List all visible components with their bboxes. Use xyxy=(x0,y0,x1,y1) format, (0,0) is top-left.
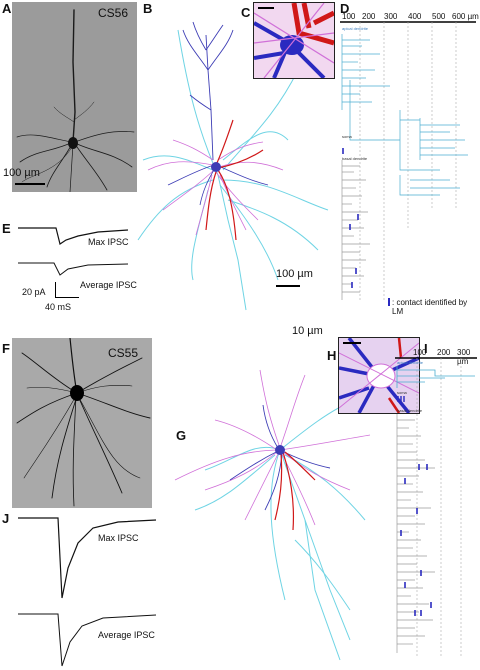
trace-e-average xyxy=(18,262,129,276)
cell-name-cs55: CS55 xyxy=(108,346,139,360)
scale-bar-e-vertical xyxy=(55,282,56,297)
trace-j-max-label: Max IPSC xyxy=(98,533,139,543)
dendrogram-cs56: 100 200 300 400 500 600 µm xyxy=(340,10,480,310)
panel-label-h: H xyxy=(327,348,337,363)
micrograph-cs55 xyxy=(12,338,152,508)
axis-tick-d-600: 600 µm xyxy=(452,12,479,21)
panel-label-d: D xyxy=(340,1,350,16)
scale-bar-h xyxy=(343,342,361,344)
scale-label-b: 100 µm xyxy=(276,268,313,280)
axis-tick-i-300: 300 µm xyxy=(457,348,471,366)
axis-tick-d-300: 300 xyxy=(384,12,398,21)
scale-bar-c xyxy=(258,7,274,9)
scale-label-h: 10 µm xyxy=(292,325,323,337)
neuron-image-cs55 xyxy=(16,338,151,507)
scale-label-a: 100 µm xyxy=(3,167,40,179)
inset-h-soma-contact xyxy=(338,337,420,414)
panel-label-f: F xyxy=(2,341,10,356)
inset-c-soma-contact xyxy=(253,2,335,79)
scale-bar-e-horizontal xyxy=(55,297,79,298)
axis-tick-i-100: 100 xyxy=(413,348,427,357)
panel-label-e: E xyxy=(2,221,11,236)
panel-label-b: B xyxy=(143,1,153,16)
trace-e-average-label: Average IPSC xyxy=(80,280,137,290)
scale-e-y-label: 20 pA xyxy=(22,287,46,297)
micrograph-cs56 xyxy=(12,2,137,192)
trace-e-max xyxy=(18,227,129,245)
trace-e-max-label: Max IPSC xyxy=(88,237,129,247)
dendrogram-cs55: 100 200 300 µm xyxy=(395,348,480,668)
scale-e-x-label: 40 mS xyxy=(45,302,72,312)
axis-tick-d-500: 500 xyxy=(432,12,446,21)
legend-marker xyxy=(388,298,390,306)
dendrogram-i-soma-label: soma xyxy=(397,390,407,395)
dendrogram-d-apical-label: apical dendrite xyxy=(342,26,369,31)
legend-text: : contact identified by LM xyxy=(392,298,468,316)
neuron-image-cs56 xyxy=(16,9,135,192)
axis-tick-d-100: 100 xyxy=(342,12,356,21)
reconstruction-cs55 xyxy=(174,369,371,661)
axis-tick-i-200: 200 xyxy=(437,348,451,357)
scale-bar-a xyxy=(15,183,45,185)
scale-bar-b xyxy=(276,285,300,287)
panel-label-i: I xyxy=(424,341,428,356)
dendrogram-d-soma-label: soma xyxy=(342,134,352,139)
dendrogram-d-basal-label: basal dendrite xyxy=(342,156,368,161)
cell-name-cs56: CS56 xyxy=(98,6,129,20)
panel-label-g: G xyxy=(176,428,187,443)
dendrogram-i-basal-label: basal dendrite xyxy=(397,408,423,413)
reconstruction-cs56 xyxy=(137,21,329,311)
axis-tick-d-400: 400 xyxy=(408,12,422,21)
trace-j-max xyxy=(18,517,157,599)
trace-j-average-label: Average IPSC xyxy=(98,630,155,640)
dendrogram-i-apical-label: apical dendrite xyxy=(397,360,424,365)
trace-j-average xyxy=(18,613,157,667)
axis-tick-d-200: 200 xyxy=(362,12,376,21)
panel-label-a: A xyxy=(2,1,12,16)
panel-label-c: C xyxy=(241,5,251,20)
panel-label-j: J xyxy=(2,511,10,526)
